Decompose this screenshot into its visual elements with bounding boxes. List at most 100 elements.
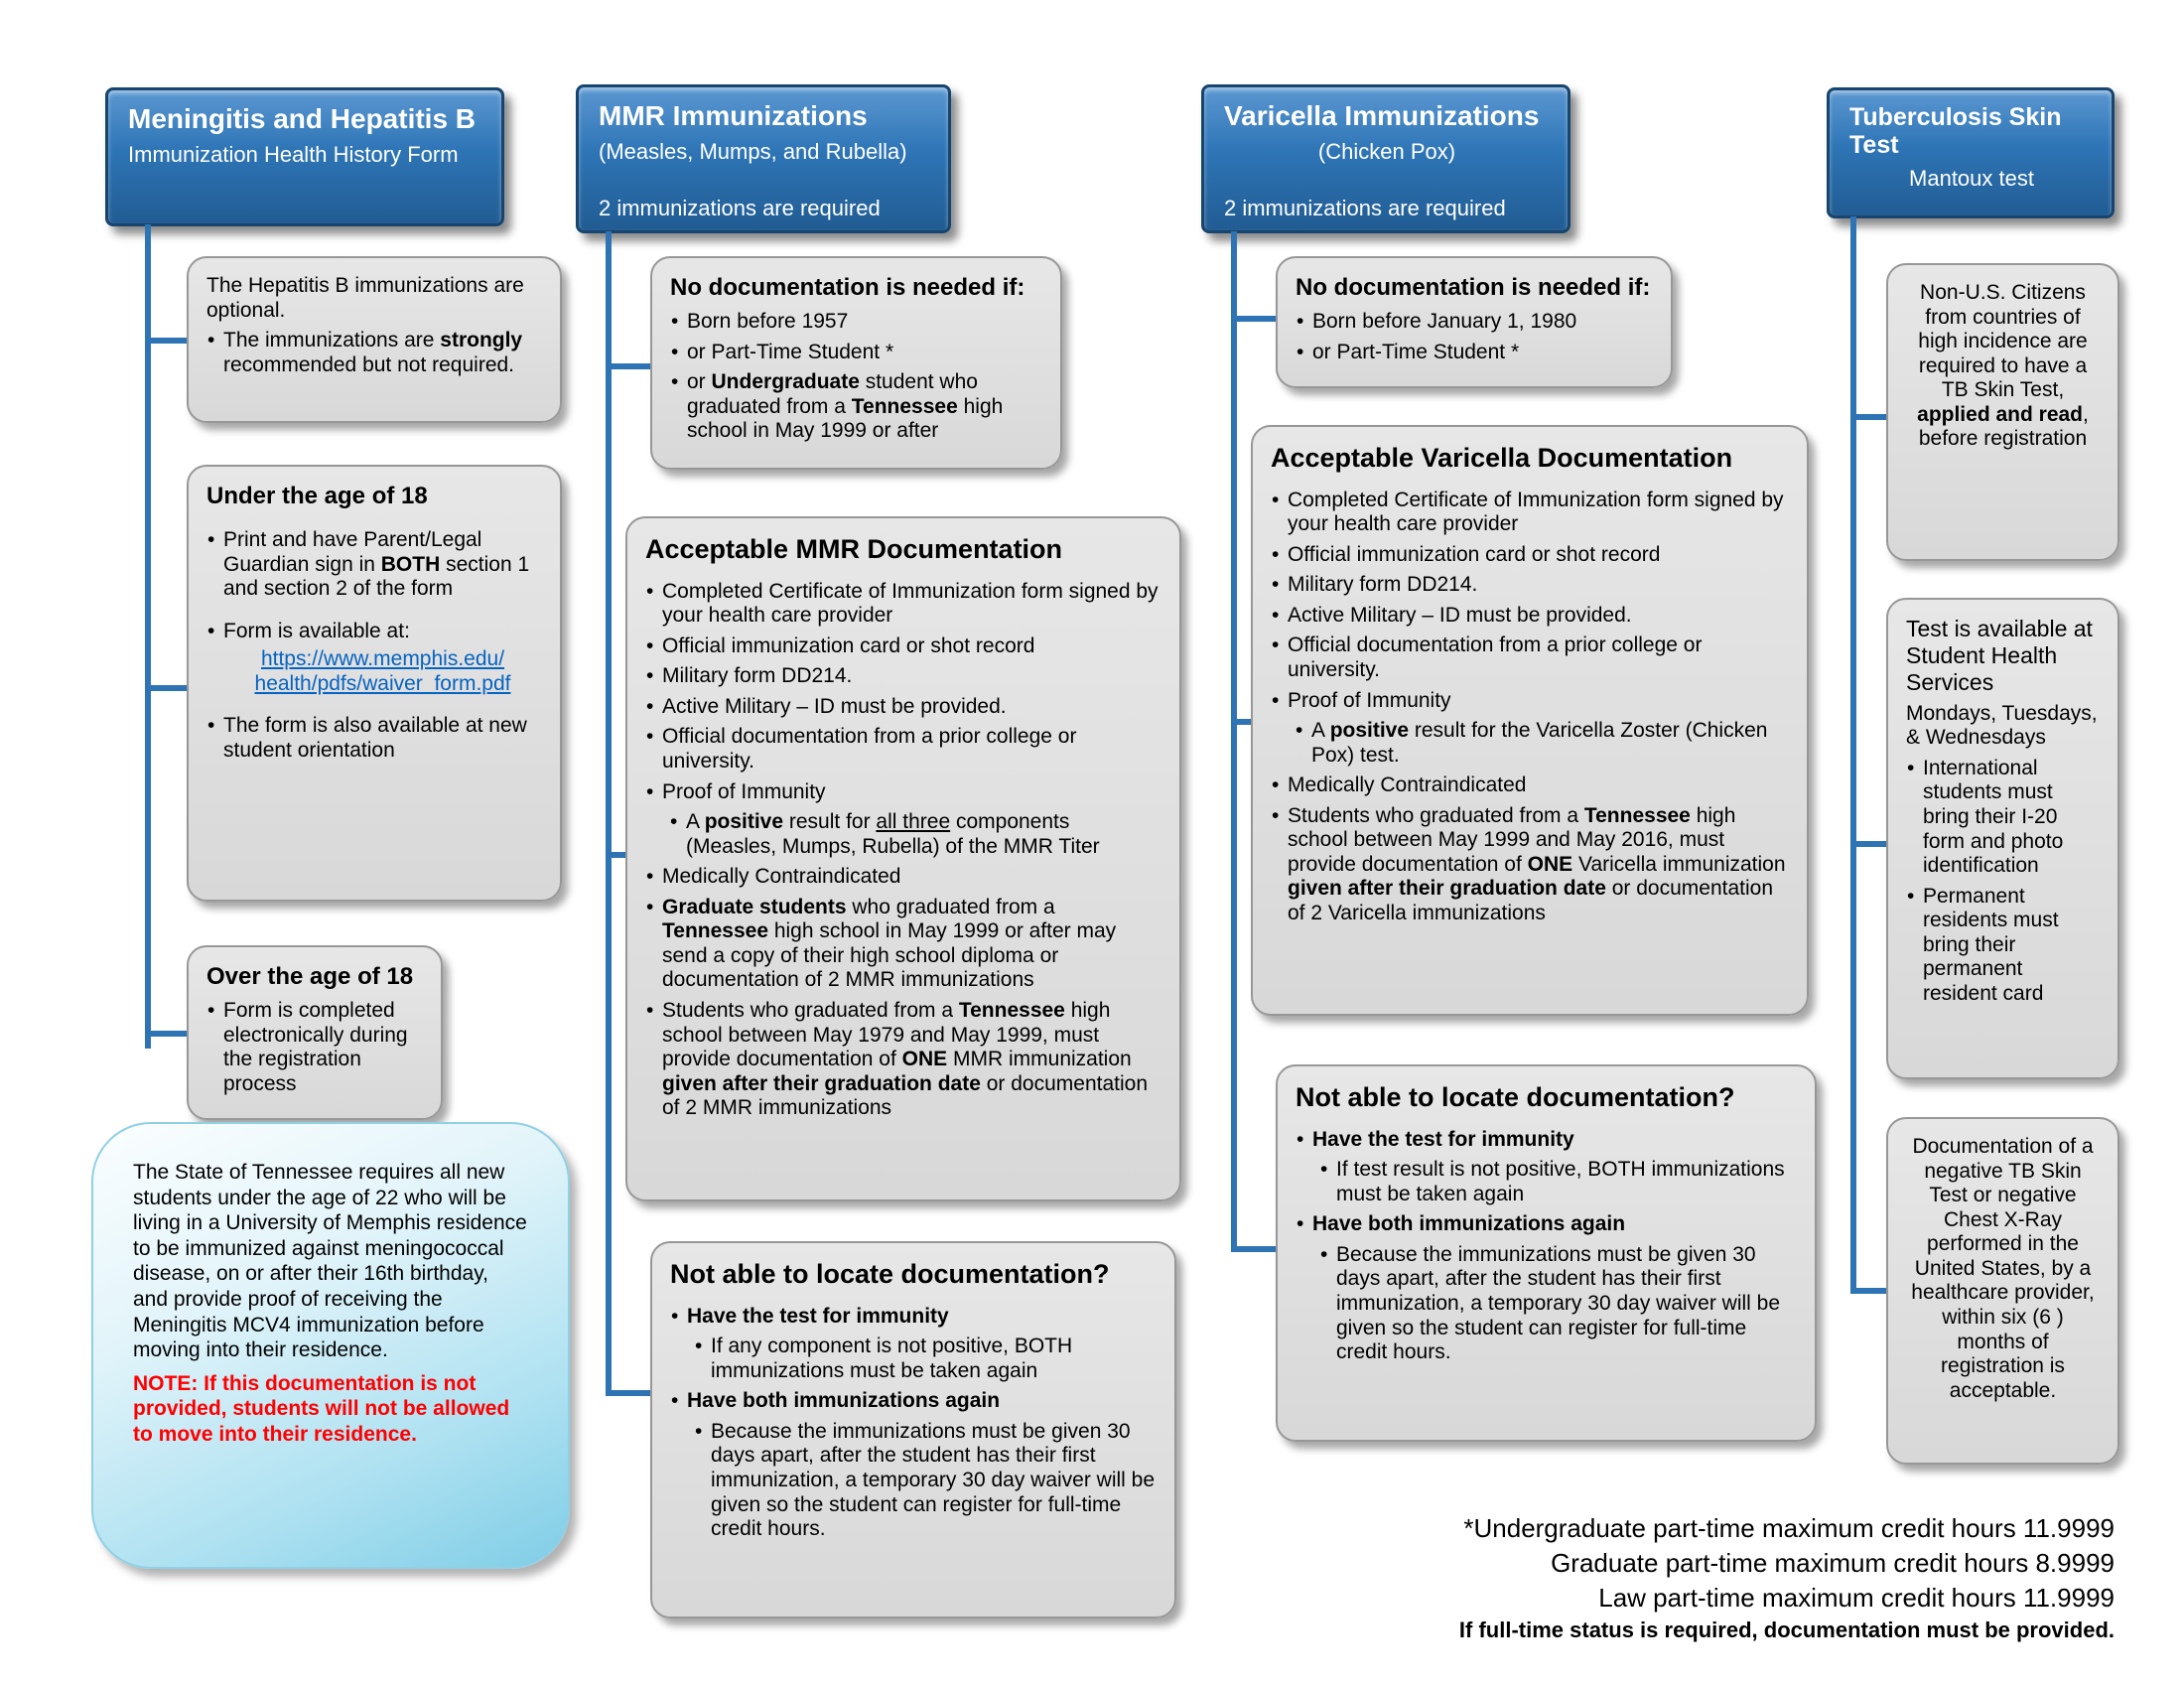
bullet-item: Military form DD214. (1271, 573, 1789, 598)
bullet-item: Born before 1957 (670, 310, 1042, 335)
bullet-item: Have both immunizations again (670, 1389, 1157, 1414)
bullet-item: A positive result for all three componen… (669, 810, 1161, 859)
note-warning: NOTE: If this documentation is not provi… (133, 1371, 510, 1447)
bullet-item: Permanent residents must bring their per… (1906, 885, 2100, 1007)
bullet-item: or Part-Time Student * (1296, 341, 1653, 365)
box-text: Non-U.S. Citizens from countries of high… (1917, 281, 2089, 451)
bullet-text: Form is available at: (223, 619, 410, 642)
footnote-line: Graduate part-time maximum credit hours … (1551, 1548, 2115, 1579)
box-title: Over the age of 18 (206, 963, 414, 990)
bullet-item: Form is available at: https://www.memphi… (206, 620, 542, 697)
header-title: Tuberculosis Skin Test (1849, 103, 2062, 159)
varicella-acceptable-box: Acceptable Varicella Documentation Compl… (1251, 425, 1809, 1016)
mmr-no-doc-box: No documentation is needed if: Born befo… (650, 256, 1062, 470)
bullet-item: Because the immunizations must be given … (694, 1420, 1157, 1542)
mmr-header: MMR Immunizations (Measles, Mumps, and R… (576, 84, 951, 233)
bullet-item: Military form DD214. (645, 664, 1161, 689)
connector-hline (145, 338, 189, 344)
bullet-item: If any component is not positive, BOTH i… (694, 1335, 1157, 1383)
footnotes: *Undergraduate part-time maximum credit … (1390, 1511, 2115, 1645)
bullet-item: Active Military – ID must be provided. (1271, 604, 1789, 629)
box-title: Not able to locate documentation? (670, 1259, 1110, 1289)
connector-hline (1231, 719, 1251, 725)
bullet-item: A positive result for the Varicella Zost… (1295, 719, 1789, 768)
bullet-item: Print and have Parent/Legal Guardian sig… (206, 528, 542, 602)
bullet-item: Proof of Immunity (1271, 689, 1789, 714)
box-title: Under the age of 18 (206, 483, 428, 509)
connector-hline (1850, 414, 1886, 420)
connector-hline (606, 1390, 650, 1396)
tb-header: Tuberculosis Skin Test Mantoux test (1827, 87, 2115, 218)
bullet-item: The immunizations are strongly recommend… (206, 329, 542, 377)
connector-vline-mmr (606, 231, 612, 1396)
bullet-item: International students must bring their … (1906, 757, 2100, 879)
varicella-no-doc-box: No documentation is needed if: Born befo… (1276, 256, 1673, 389)
header-title: Varicella Immunizations (1224, 100, 1540, 131)
hepb-optional-box: The Hepatitis B immunizations are option… (187, 256, 562, 423)
bullet-item: Active Military – ID must be provided. (645, 695, 1161, 720)
bullet-item: Students who graduated from a Tennessee … (645, 999, 1161, 1121)
tb-availability-box: Test is available at Student Health Serv… (1886, 598, 2119, 1079)
box-text: The Hepatitis B immunizations are option… (206, 274, 524, 322)
header-title: MMR Immunizations (599, 100, 868, 131)
box-text: Mondays, Tuesdays, & Wednesdays (1906, 701, 2098, 750)
state-requirement-note-box: The State of Tennessee requires all new … (91, 1122, 570, 1569)
bullet-item: Completed Certificate of Immunization fo… (645, 580, 1161, 629)
box-title: No documentation is needed if: (1296, 274, 1651, 301)
connector-hline (1231, 1246, 1276, 1252)
connector-hline (1850, 1288, 1886, 1294)
note-body: The State of Tennessee requires all new … (133, 1161, 527, 1362)
mmr-acceptable-box: Acceptable MMR Documentation Completed C… (625, 516, 1181, 1201)
footnote-line: Law part-time maximum credit hours 11.99… (1598, 1583, 2115, 1614)
connector-vline-varicella (1231, 231, 1237, 1252)
connector-hline (145, 1031, 189, 1037)
connector-vline-meningitis (145, 224, 151, 1049)
box-title: Acceptable Varicella Documentation (1271, 443, 1733, 473)
mmr-not-located-box: Not able to locate documentation? Have t… (650, 1241, 1176, 1618)
waiver-form-link[interactable]: https://www.memphis.edu/ health/pdfs/wai… (223, 647, 542, 696)
connector-hline (606, 363, 650, 369)
connector-hline (1850, 841, 1886, 847)
header-subtitle: (Chicken Pox) (1317, 138, 1456, 164)
box-text: Test is available at Student Health Serv… (1906, 616, 2093, 695)
bullet-item: Because the immunizations must be given … (1319, 1243, 1797, 1365)
bullet-item: Completed Certificate of Immunization fo… (1271, 489, 1789, 537)
bullet-item: or Undergraduate student who graduated f… (670, 370, 1042, 444)
box-title: Not able to locate documentation? (1296, 1082, 1735, 1112)
bullet-item: Graduate students who graduated from a T… (645, 896, 1161, 993)
bullet-item: The form is also available at new studen… (206, 714, 542, 763)
footnote-line: If full-time status is required, documen… (1458, 1618, 2115, 1643)
tb-nonus-box: Non-U.S. Citizens from countries of high… (1886, 263, 2119, 561)
box-title: Acceptable MMR Documentation (645, 534, 1063, 564)
meningitis-header: Meningitis and Hepatitis B Immunization … (105, 87, 504, 226)
bullet-item: Official documentation from a prior coll… (645, 725, 1161, 774)
under-18-box: Under the age of 18 Print and have Paren… (187, 465, 562, 902)
bullet-item: Official immunization card or shot recor… (1271, 543, 1789, 568)
bullet-item: Proof of Immunity (645, 780, 1161, 805)
bullet-item: Have the test for immunity (670, 1305, 1157, 1330)
header-subtitle: Immunization Health History Form (128, 141, 459, 167)
header-subtitle: (Measles, Mumps, and Rubella) (599, 138, 907, 164)
box-text: Documentation of a negative TB Skin Test… (1911, 1135, 2095, 1402)
box-title: No documentation is needed if: (670, 274, 1025, 301)
waiver-form-link-line1: https://www.memphis.edu/ (260, 647, 505, 671)
connector-hline (606, 852, 625, 858)
bullet-item: Official immunization card or shot recor… (645, 634, 1161, 659)
connector-hline (1231, 316, 1276, 322)
varicella-not-located-box: Not able to locate documentation? Have t… (1276, 1064, 1817, 1442)
footnote-line: *Undergraduate part-time maximum credit … (1463, 1513, 2115, 1543)
over-18-box: Over the age of 18 Form is completed ele… (187, 945, 443, 1121)
bullet-item: Medically Contraindicated (1271, 774, 1789, 798)
bullet-item: Official documentation from a prior coll… (1271, 633, 1789, 682)
connector-hline (145, 685, 189, 691)
bullet-item: Medically Contraindicated (645, 865, 1161, 890)
varicella-header: Varicella Immunizations (Chicken Pox) 2 … (1201, 84, 1570, 233)
bullet-item: Have both immunizations again (1296, 1212, 1797, 1237)
header-subtitle: Mantoux test (1909, 166, 2034, 191)
connector-vline-tb (1850, 216, 1856, 1294)
bullet-item: Have the test for immunity (1296, 1128, 1797, 1153)
header-requirement: 2 immunizations are required (599, 195, 881, 220)
tb-documentation-box: Documentation of a negative TB Skin Test… (1886, 1117, 2119, 1465)
bullet-item: Students who graduated from a Tennessee … (1271, 804, 1789, 926)
